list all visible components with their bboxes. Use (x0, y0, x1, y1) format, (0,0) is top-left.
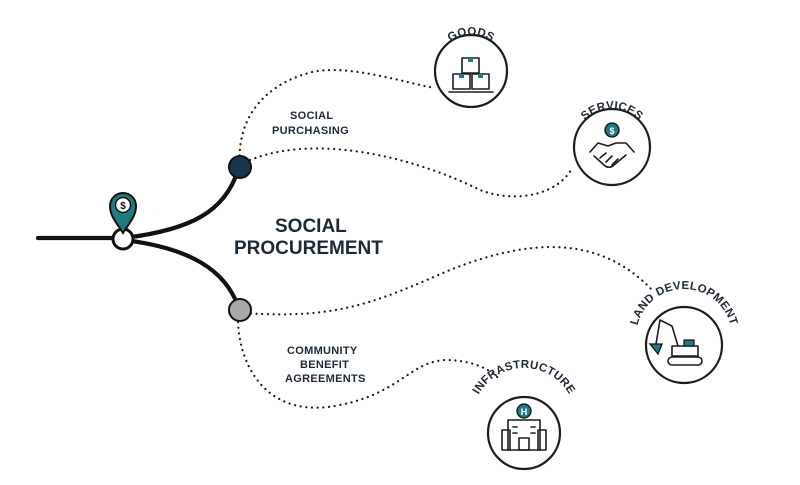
boxes-icon (448, 57, 494, 93)
hospital-icon: H (501, 403, 547, 451)
branch-node-community (228, 298, 252, 322)
title-line-1: SOCIAL (275, 216, 347, 237)
node-goods-label: GOODS (446, 26, 496, 44)
branch-label-bottom-2: BENEFIT (300, 359, 349, 371)
svg-text:INFRASTRUCTURE: INFRASTRUCTURE (471, 359, 577, 396)
branch-label-bottom-3: AGREEMENTS (285, 373, 366, 385)
node-goods: GOODS (433, 26, 509, 109)
route-lower (121, 237, 241, 309)
node-services: $ SERVICES (572, 100, 652, 187)
node-infrastructure-label: INFRASTRUCTURE (471, 359, 577, 396)
node-land-development: LAND DEVELOPMENT (629, 280, 739, 385)
svg-text:$: $ (120, 201, 126, 212)
route-upper (121, 167, 241, 241)
connector-services (248, 147, 574, 198)
branch-label-bottom-1: COMMUNITY (287, 345, 358, 357)
node-infrastructure: H INFRASTRUCTURE (471, 359, 577, 471)
handshake-icon: $ (589, 122, 635, 169)
branch-label-top-2: PURCHASING (272, 125, 349, 137)
svg-text:$: $ (609, 126, 614, 136)
branch-label-top-1: SOCIAL (290, 110, 333, 122)
connector-goods (238, 68, 437, 169)
branch-node-purchasing (228, 155, 252, 179)
location-pin-icon: $ (108, 192, 138, 235)
title-line-2: PROCUREMENT (234, 238, 383, 259)
connector-infrastructure (236, 320, 502, 409)
svg-text:H: H (521, 407, 528, 417)
svg-text:GOODS: GOODS (446, 26, 496, 44)
excavator-icon (648, 319, 703, 366)
